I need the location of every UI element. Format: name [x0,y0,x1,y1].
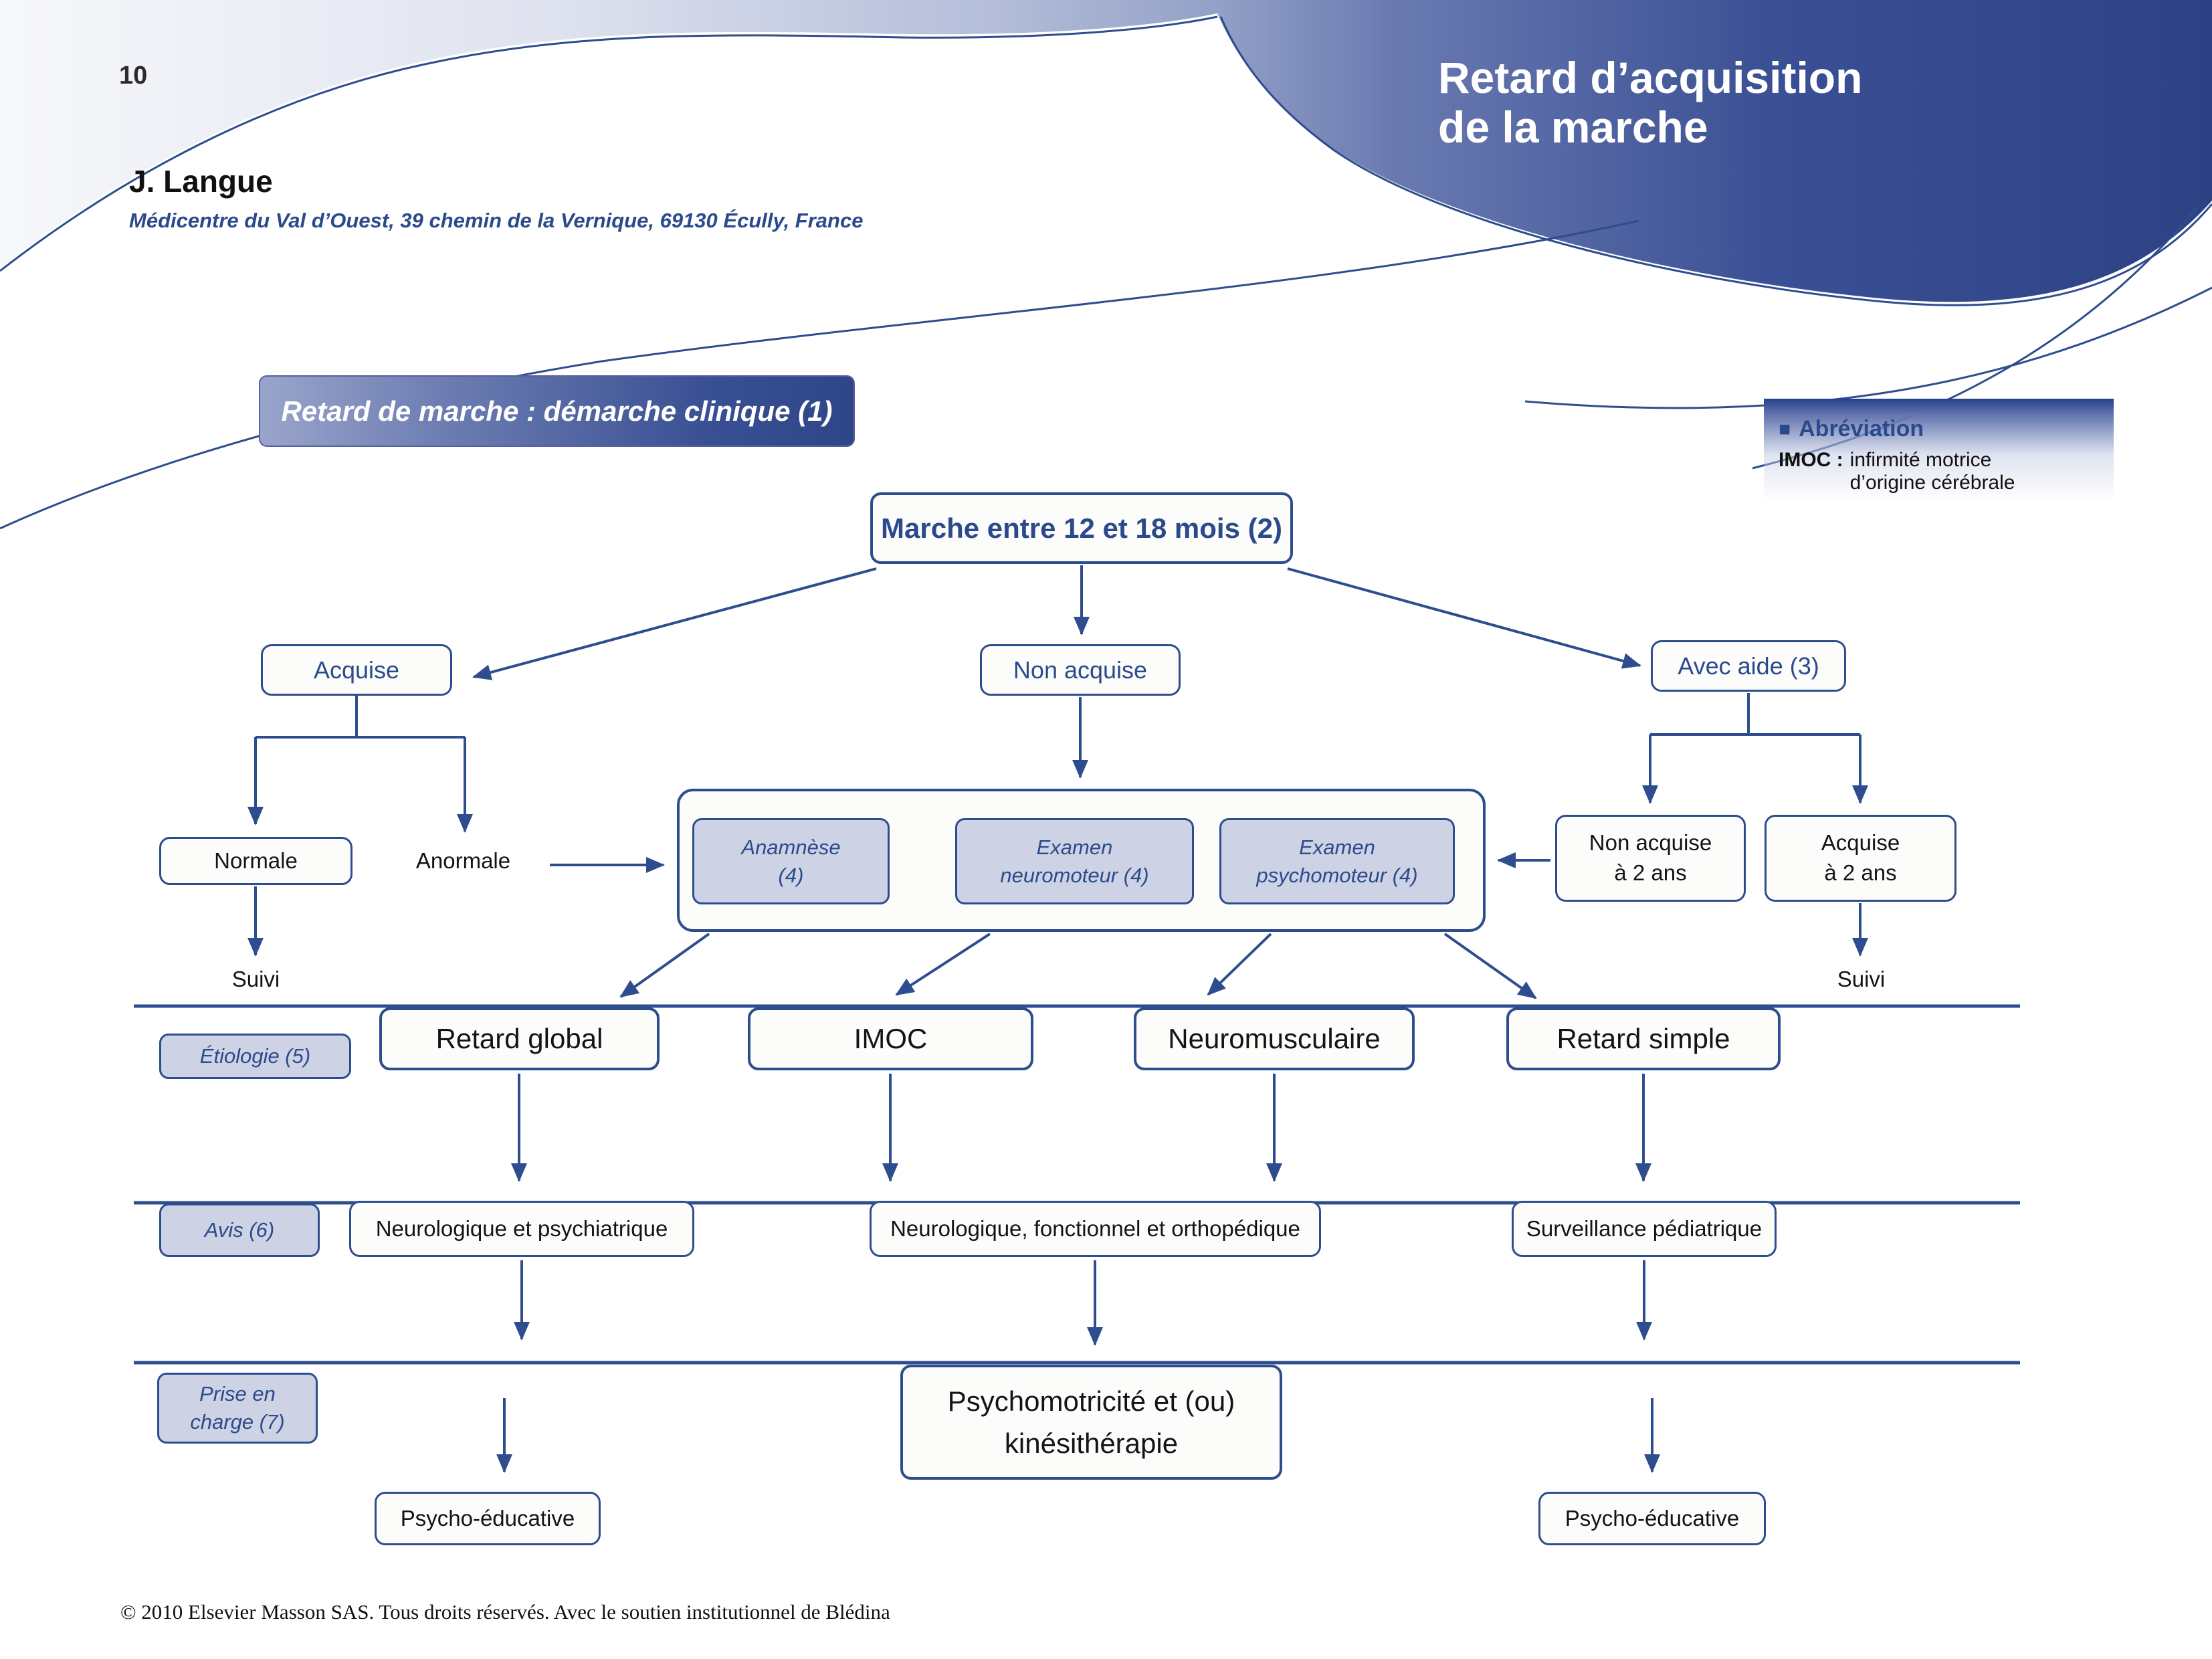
arrow-entry-to-acquise [472,567,877,680]
label-suivi-left: Suivi [231,967,280,991]
node-examen-psychomoteur: Examen psychomoteur (4) [1219,818,1455,904]
abbreviation-heading-row: ■ Abréviation [1779,416,2100,442]
page-title-text: Retard d’acquisition de la marche [1438,53,1863,152]
page-title: Retard d’acquisition de la marche [1438,53,2140,153]
node-psychomotricite-kinesitherapie: Psychomotricité et (ou) kinésithérapie [900,1365,1282,1480]
node-avec-aide: Avec aide (3) [1651,640,1846,692]
swoosh-accent-line-left [0,15,1218,272]
abbreviation-panel: ■ Abréviation IMOC : infirmité motrice d… [1764,399,2114,516]
node-retard-global: Retard global [379,1007,660,1070]
node-anamnese: Anamnèse (4) [692,818,890,904]
root-node-demarche-clinique: Retard de marche : démarche clinique (1) [259,375,855,447]
arrow-exams-to-imoc [895,933,991,996]
arrow-entry-to-avec-aide [1287,567,1641,669]
author-name: J. Langue [129,164,273,199]
label-anormale: Anormale [415,848,511,873]
abbreviation-heading: Abréviation [1799,416,1924,442]
abbreviation-entry: IMOC : infirmité motrice d’origine céréb… [1779,449,2100,494]
arrow-exams-to-retard-simple [1443,933,1537,999]
node-avis-neurologique-fonctionnel-orthopedique: Neurologique, fonctionnel et orthopédiqu… [870,1201,1321,1257]
label-suivi-right: Suivi [1837,967,1886,991]
node-acquise-2-ans: Acquise à 2 ans [1765,815,1956,902]
swoosh-accent-line-blob [1219,16,2212,306]
page-number: 10 [119,62,148,90]
flow-arrows [134,565,2020,1473]
node-retard-simple: Retard simple [1506,1007,1781,1070]
node-non-acquise-2-ans: Non acquise à 2 ans [1555,815,1746,902]
row-label-prise-en-charge: Prise en charge (7) [157,1373,318,1444]
header-swoosh-shape [0,0,2212,302]
row-label-avis: Avis (6) [159,1203,320,1257]
abbreviation-definition: infirmité motrice d’origine cérébrale [1849,449,2015,494]
copyright-footer: © 2010 Elsevier Masson SAS. Tous droits … [120,1600,890,1624]
node-imoc: IMOC [748,1007,1033,1070]
node-psycho-educative-left: Psycho-éducative [375,1492,601,1545]
arrow-exams-to-neuromusculaire [1207,933,1272,996]
node-examen-neuromoteur: Examen neuromoteur (4) [955,818,1194,904]
node-neuromusculaire: Neuromusculaire [1134,1007,1415,1070]
swoosh-curve-diagonal [0,219,1639,530]
arrow-exams-to-retard-global [619,933,710,998]
author-affiliation: Médicentre du Val d’Ouest, 39 chemin de … [129,209,864,232]
swoosh-curve-right-1 [1524,286,2212,409]
node-acquise: Acquise [261,644,452,696]
abbreviation-term: IMOC : [1779,449,1843,471]
node-avis-neurologique-psychiatrique: Neurologique et psychiatrique [349,1201,694,1257]
node-non-acquise: Non acquise [980,644,1181,696]
node-marche-12-18-mois: Marche entre 12 et 18 mois (2) [870,492,1293,564]
row-label-etiologie: Étiologie (5) [159,1034,351,1079]
node-avis-surveillance-pediatrique: Surveillance pédiatrique [1512,1201,1777,1257]
node-psycho-educative-right: Psycho-éducative [1538,1492,1766,1545]
square-bullet-icon: ■ [1779,417,1791,440]
node-normale: Normale [159,837,353,885]
